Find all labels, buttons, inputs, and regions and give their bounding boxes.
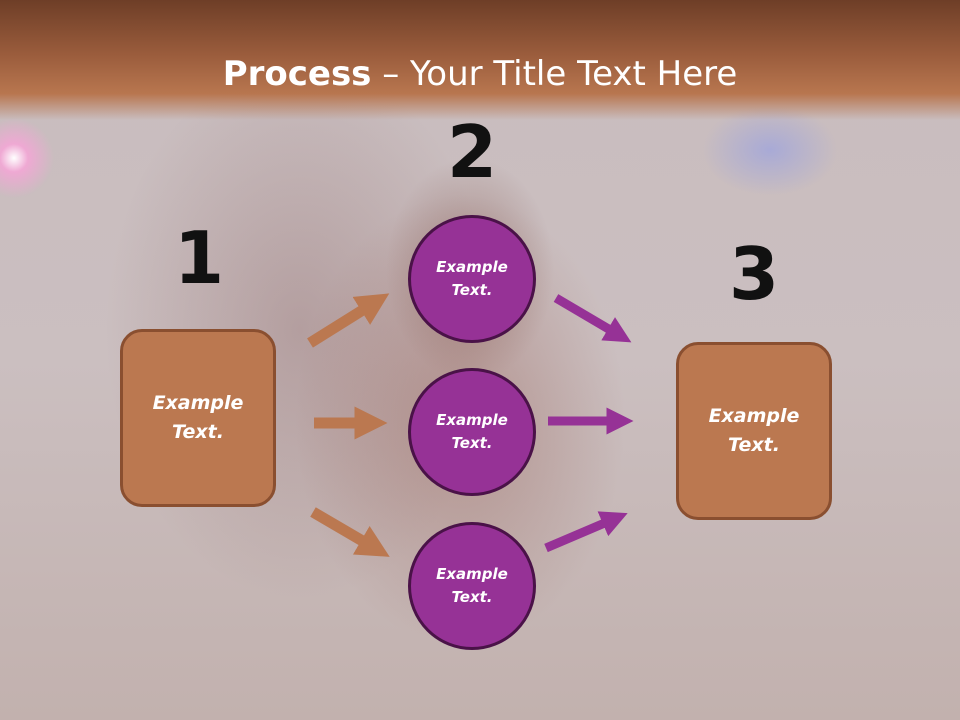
step-number-2: 2 — [446, 110, 498, 194]
title-bold: Process — [222, 54, 372, 94]
step-box-1: Example Text. — [120, 329, 276, 507]
circle-top-label: Example Text. — [436, 258, 508, 299]
step-box-3-label: Example Text. — [708, 405, 800, 456]
title-bar — [0, 0, 960, 120]
circle-middle: Example Text. — [408, 368, 536, 496]
step-number-1: 1 — [173, 216, 225, 300]
slide-title: Process – Your Title Text Here — [0, 52, 960, 96]
circle-top: Example Text. — [408, 215, 536, 343]
arrow-to-circle-top — [307, 293, 390, 348]
step-number-3: 3 — [728, 232, 780, 316]
circle-bottom-label: Example Text. — [436, 565, 508, 606]
circle-middle-label: Example Text. — [436, 411, 508, 452]
circle-bottom: Example Text. — [408, 522, 536, 650]
arrow-from-circle-bottom — [544, 511, 628, 553]
title-rest: – Your Title Text Here — [371, 54, 738, 94]
arrow-from-circle-top — [553, 294, 632, 343]
step-box-1-label: Example Text. — [152, 392, 244, 443]
arrow-to-circle-bottom — [310, 507, 390, 557]
step-box-3: Example Text. — [676, 342, 832, 520]
